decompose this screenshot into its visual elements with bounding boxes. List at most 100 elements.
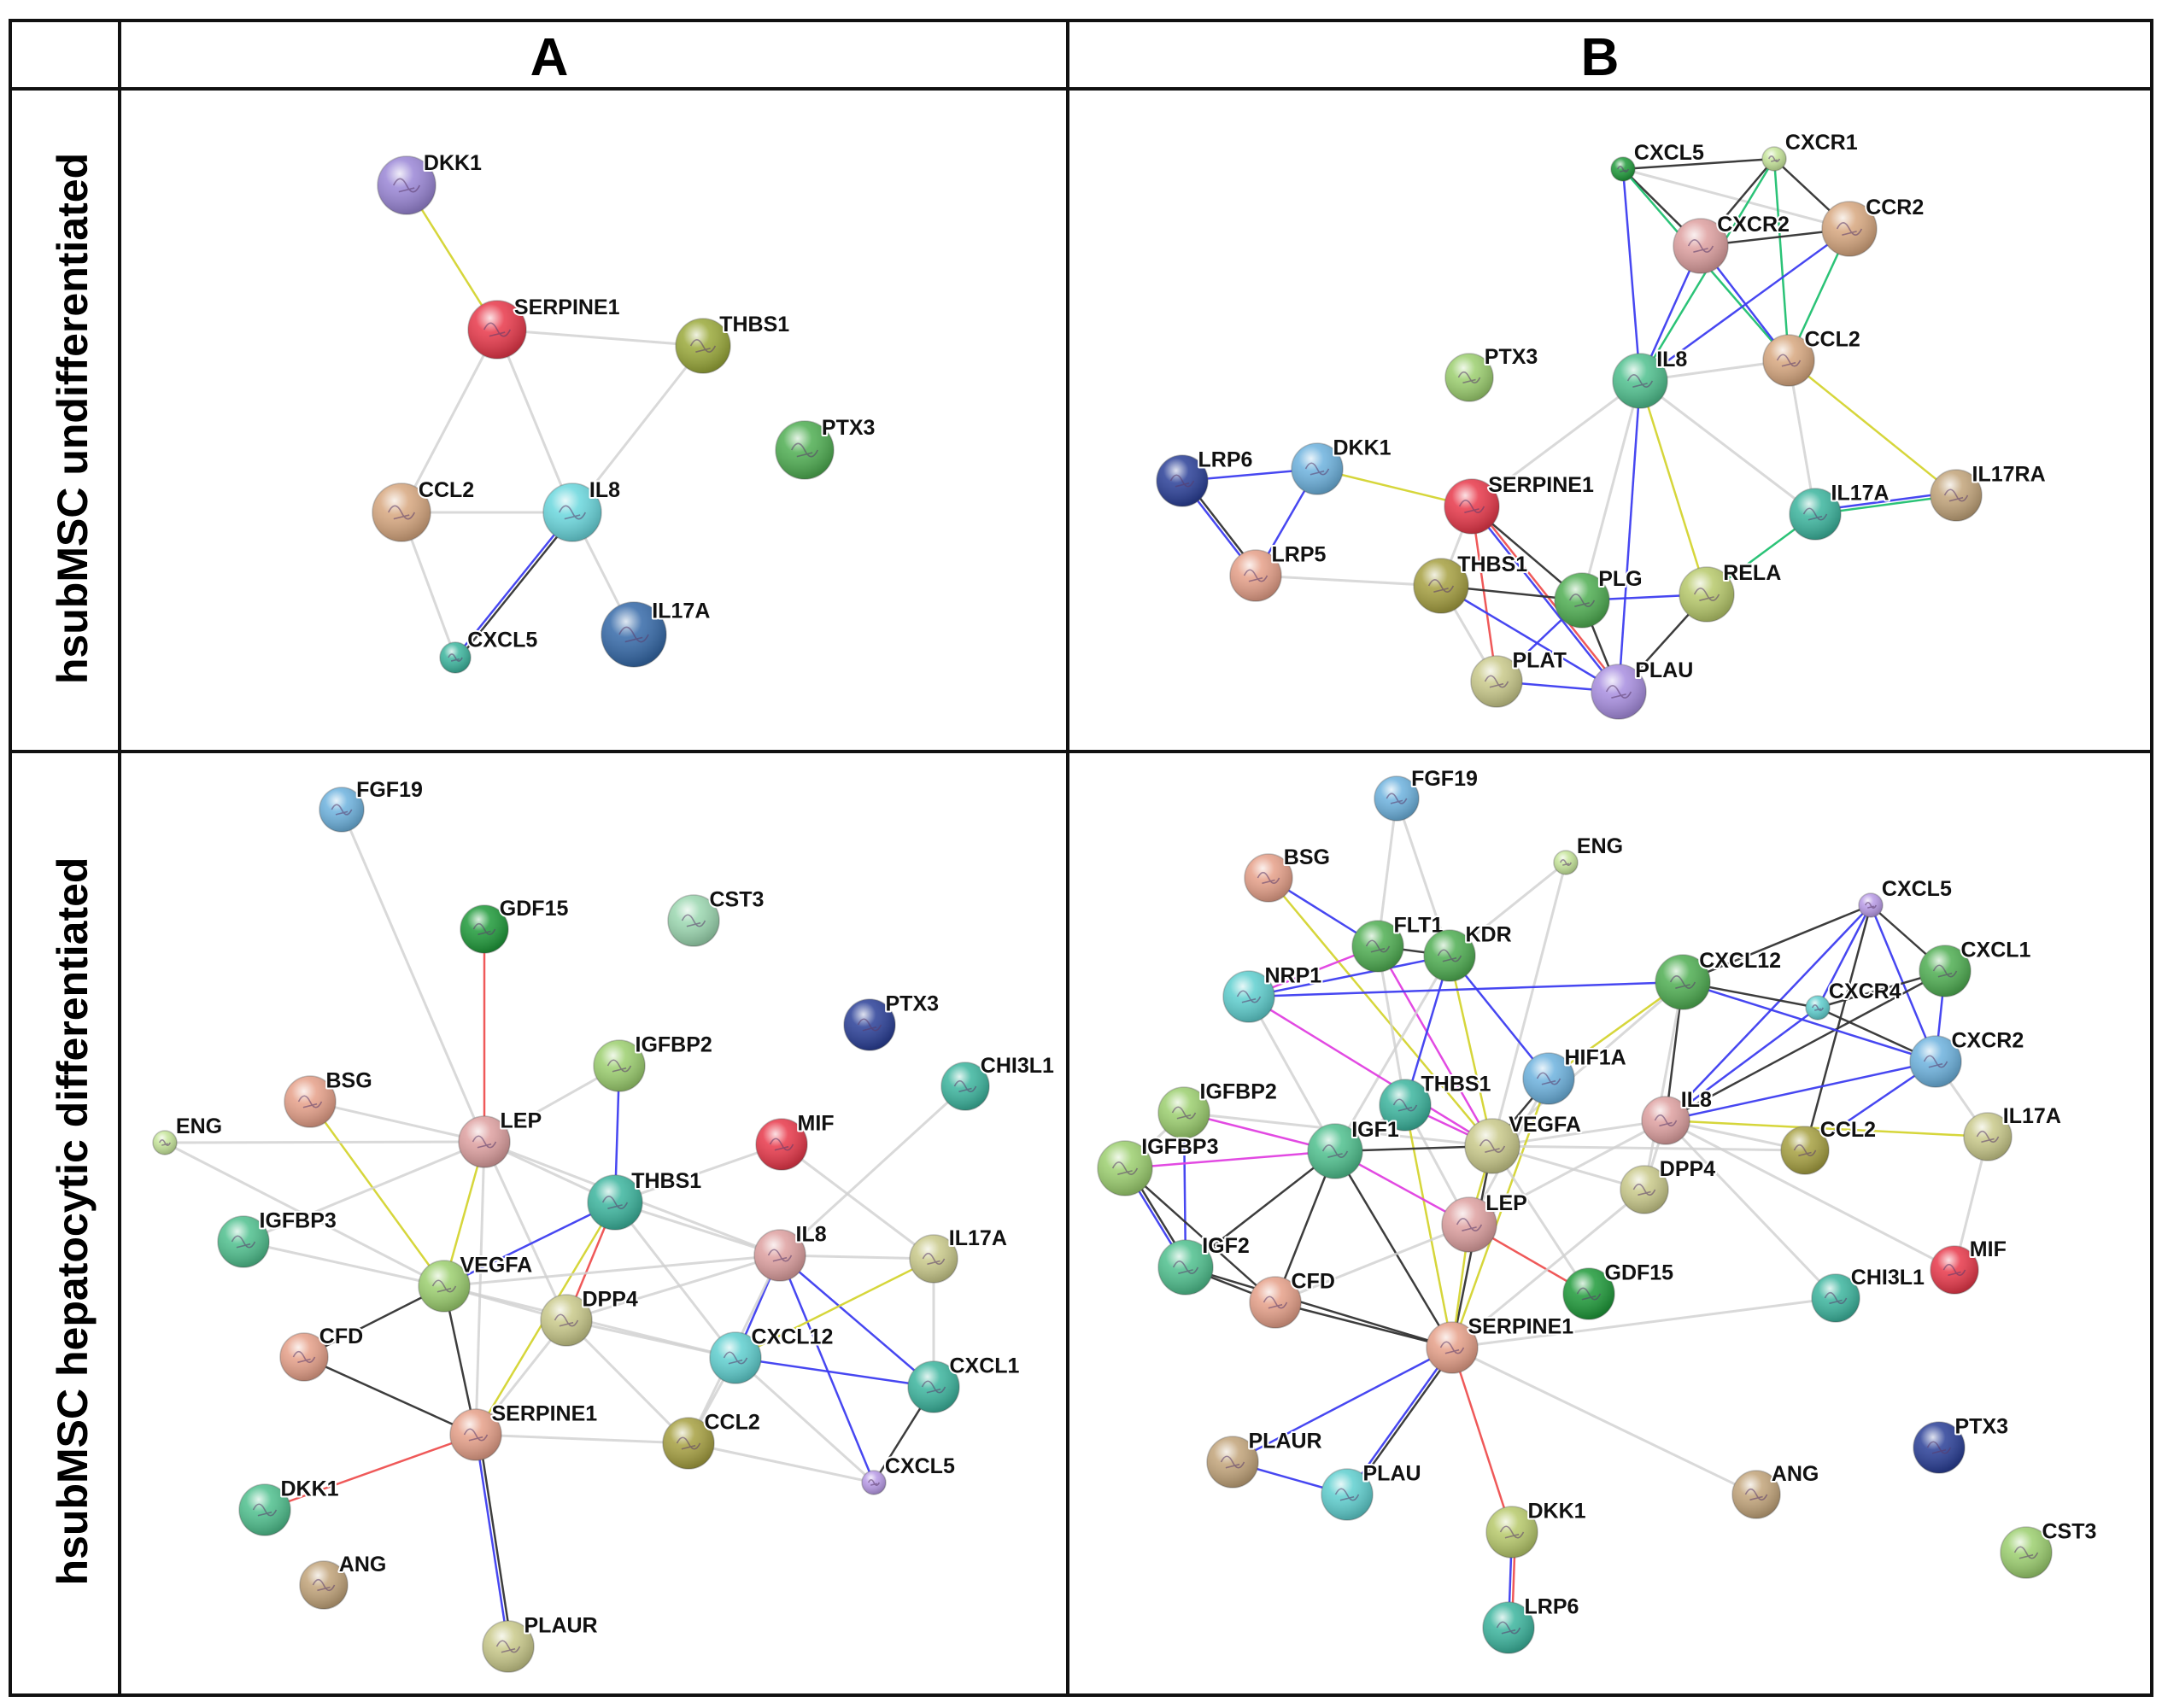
node-vegfa[interactable]: VEGFA — [418, 1252, 534, 1313]
node-thbs1[interactable]: THBS1 — [587, 1167, 703, 1231]
node-label: NRP1 — [1265, 964, 1322, 988]
node-cxcl5[interactable]: CXCL5 — [439, 627, 539, 674]
protein-structure-icon — [1236, 990, 1262, 1003]
edge-cxcl12-cxcr2 — [1682, 980, 1936, 1063]
node-fgf19[interactable]: FGF19 — [1374, 765, 1479, 822]
node-lrp5[interactable]: LRP5 — [1229, 541, 1328, 602]
protein-structure-icon — [2013, 1546, 2039, 1559]
node-fgf19[interactable]: FGF19 — [319, 776, 425, 833]
node-kdr[interactable]: KDR — [1423, 921, 1514, 982]
edge-cxcl5-il8 — [1665, 904, 1872, 1121]
node-vegfa[interactable]: VEGFA — [1464, 1111, 1583, 1174]
node-dkk1[interactable]: DKK1 — [238, 1476, 341, 1536]
node-il17a[interactable]: IL17A — [601, 598, 712, 668]
node-ptx3[interactable]: PTX3 — [843, 991, 940, 1051]
node-mif[interactable]: MIF — [755, 1110, 836, 1171]
node-igfbp3[interactable]: IGFBP3 — [217, 1208, 338, 1268]
node-cfd[interactable]: CFD — [279, 1323, 365, 1382]
node-dpp4[interactable]: DPP4 — [540, 1286, 640, 1347]
node-plg[interactable]: PLG — [1554, 565, 1644, 629]
node-cxcl5[interactable]: CXCL5 — [1858, 875, 1954, 918]
node-eng[interactable]: ENG — [152, 1113, 224, 1155]
node-cfd[interactable]: CFD — [1249, 1268, 1337, 1329]
node-ccl2[interactable]: CCL2 — [1780, 1116, 1878, 1175]
node-rela[interactable]: RELA — [1679, 559, 1783, 623]
node-cxcl5[interactable]: CXCL5 — [861, 1453, 957, 1495]
node-cxcl12[interactable]: CXCL12 — [709, 1324, 835, 1384]
node-dkk1[interactable]: DKK1 — [377, 149, 483, 215]
node-label: PTX3 — [886, 992, 940, 1016]
node-nrp1[interactable]: NRP1 — [1222, 962, 1323, 1023]
node-label: PLAU — [1363, 1462, 1421, 1486]
node-ptx3[interactable]: PTX3 — [775, 414, 876, 480]
node-eng[interactable]: ENG — [1553, 833, 1625, 875]
node-plaur[interactable]: PLAUR — [1206, 1428, 1324, 1489]
node-ccr2[interactable]: CCR2 — [1821, 194, 1925, 257]
node-dkk1[interactable]: DKK1 — [1485, 1498, 1588, 1559]
node-flt1[interactable]: FLT1 — [1351, 912, 1444, 973]
node-chi3l1[interactable]: CHI3L1 — [940, 1052, 1056, 1111]
node-igfbp2[interactable]: IGFBP2 — [593, 1032, 714, 1092]
node-thbs1[interactable]: THBS1 — [1413, 551, 1529, 614]
node-ptx3[interactable]: PTX3 — [1444, 343, 1539, 402]
node-il17a[interactable]: IL17A — [1963, 1103, 2063, 1161]
node-mif[interactable]: MIF — [1930, 1236, 2008, 1295]
node-label: CXCL5 — [1882, 877, 1952, 901]
node-serpine1[interactable]: SERPINE1 — [1426, 1313, 1575, 1374]
node-igfbp2[interactable]: IGFBP2 — [1157, 1079, 1279, 1139]
node-igfbp3[interactable]: IGFBP3 — [1097, 1133, 1220, 1196]
node-gdf15[interactable]: GDF15 — [1562, 1260, 1675, 1320]
protein-structure-icon — [1392, 1098, 1418, 1112]
node-il17a[interactable]: IL17A — [909, 1225, 1009, 1284]
edge-vegfa-ccl2 — [1491, 1144, 1806, 1152]
node-dpp4[interactable]: DPP4 — [1620, 1155, 1717, 1214]
node-serpine1[interactable]: SERPINE1 — [467, 294, 622, 360]
node-cxcl1[interactable]: CXCL1 — [907, 1353, 1022, 1413]
node-lrp6[interactable]: LRP6 — [1482, 1594, 1580, 1654]
node-ccl2[interactable]: CCL2 — [662, 1409, 762, 1470]
node-thbs1[interactable]: THBS1 — [1379, 1071, 1493, 1132]
node-lep[interactable]: LEP — [458, 1108, 543, 1168]
node-cxcr4[interactable]: CXCR4 — [1805, 978, 1903, 1021]
node-dkk1[interactable]: DKK1 — [1291, 435, 1393, 495]
node-cxcl12[interactable]: CXCL12 — [1655, 947, 1783, 1010]
node-il17ra[interactable]: IL17RA — [1930, 461, 2048, 522]
node-bsg[interactable]: BSG — [284, 1068, 374, 1128]
node-hif1a[interactable]: HIF1A — [1522, 1044, 1628, 1105]
node-igf1[interactable]: IGF1 — [1307, 1116, 1401, 1179]
node-plat[interactable]: PLAT — [1470, 647, 1568, 708]
node-lrp6[interactable]: LRP6 — [1156, 447, 1254, 507]
node-il17a[interactable]: IL17A — [1789, 480, 1891, 541]
node-cxcr1[interactable]: CXCR1 — [1761, 129, 1860, 172]
node-il8[interactable]: IL8 — [1612, 346, 1689, 409]
node-lep[interactable]: LEP — [1441, 1190, 1529, 1253]
node-ang[interactable]: ANG — [299, 1551, 388, 1610]
node-cxcr2[interactable]: CXCR2 — [1673, 211, 1791, 274]
node-il8[interactable]: IL8 — [542, 477, 622, 542]
node-plaur[interactable]: PLAUR — [482, 1612, 600, 1673]
node-cxcl1[interactable]: CXCL1 — [1919, 937, 2033, 997]
node-cst3[interactable]: CST3 — [2000, 1518, 2098, 1579]
node-il8[interactable]: IL8 — [753, 1221, 829, 1282]
node-gdf15[interactable]: GDF15 — [460, 895, 570, 954]
node-bsg[interactable]: BSG — [1244, 844, 1332, 903]
node-plau[interactable]: PLAU — [1321, 1460, 1423, 1521]
node-il8[interactable]: IL8 — [1641, 1086, 1714, 1145]
node-cxcr2[interactable]: CXCR2 — [1909, 1027, 2025, 1088]
node-ang[interactable]: ANG — [1731, 1460, 1820, 1519]
node-ccl2[interactable]: CCL2 — [1762, 326, 1862, 387]
node-igf2[interactable]: IGF2 — [1157, 1232, 1251, 1296]
node-plau[interactable]: PLAU — [1591, 657, 1695, 720]
node-serpine1[interactable]: SERPINE1 — [449, 1401, 599, 1461]
node-cxcl5[interactable]: CXCL5 — [1610, 139, 1706, 182]
node-thbs1[interactable]: THBS1 — [675, 311, 791, 374]
node-serpine1[interactable]: SERPINE1 — [1444, 471, 1596, 535]
node-chi3l1[interactable]: CHI3L1 — [1811, 1264, 1926, 1323]
protein-structure-icon — [1457, 371, 1481, 384]
node-cst3[interactable]: CST3 — [667, 886, 765, 947]
protein-structure-icon — [601, 1196, 629, 1209]
node-ptx3[interactable]: PTX3 — [1913, 1413, 2010, 1474]
node-label: CCL2 — [1820, 1118, 1876, 1142]
node-ccl2[interactable]: CCL2 — [372, 477, 476, 542]
